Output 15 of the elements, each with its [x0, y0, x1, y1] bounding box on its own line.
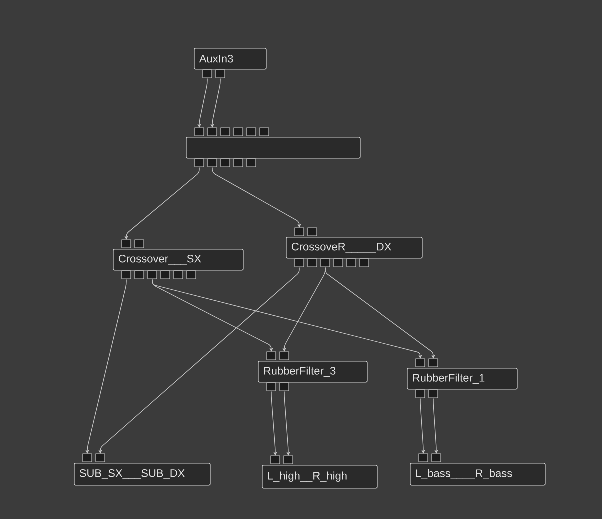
module-box: L_high__R_high [262, 465, 378, 489]
module-box: Crossover___SX [113, 249, 244, 271]
module-box: AuxIn3 [194, 48, 267, 70]
module-box: CrossoveR_____DX [286, 237, 423, 259]
module-box: RubberFilter_3 [258, 361, 368, 383]
module-box: L_bass____R_bass [410, 463, 546, 486]
connector-arrow [152, 279, 423, 359]
connector-arrow [271, 391, 278, 456]
connector-arrow [212, 167, 302, 228]
connector-arrow [325, 267, 436, 359]
connector-arrow [284, 391, 291, 456]
module-box: RubberFilter_1 [407, 368, 518, 390]
connector-arrow [420, 398, 426, 454]
connector-arrow [433, 398, 439, 454]
module-box: SUB_SX___SUB_DX [74, 463, 211, 486]
